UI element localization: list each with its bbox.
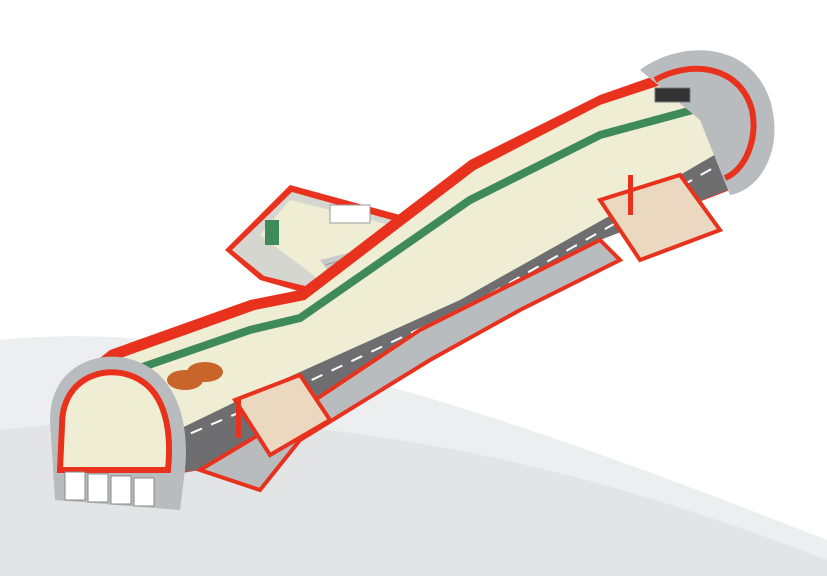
signal-poles — [236, 175, 633, 438]
cross-passage-room — [232, 372, 333, 458]
portal-rear — [640, 50, 775, 195]
message-sign — [654, 87, 691, 103]
portal-front — [50, 356, 186, 510]
pipes — [167, 362, 223, 390]
